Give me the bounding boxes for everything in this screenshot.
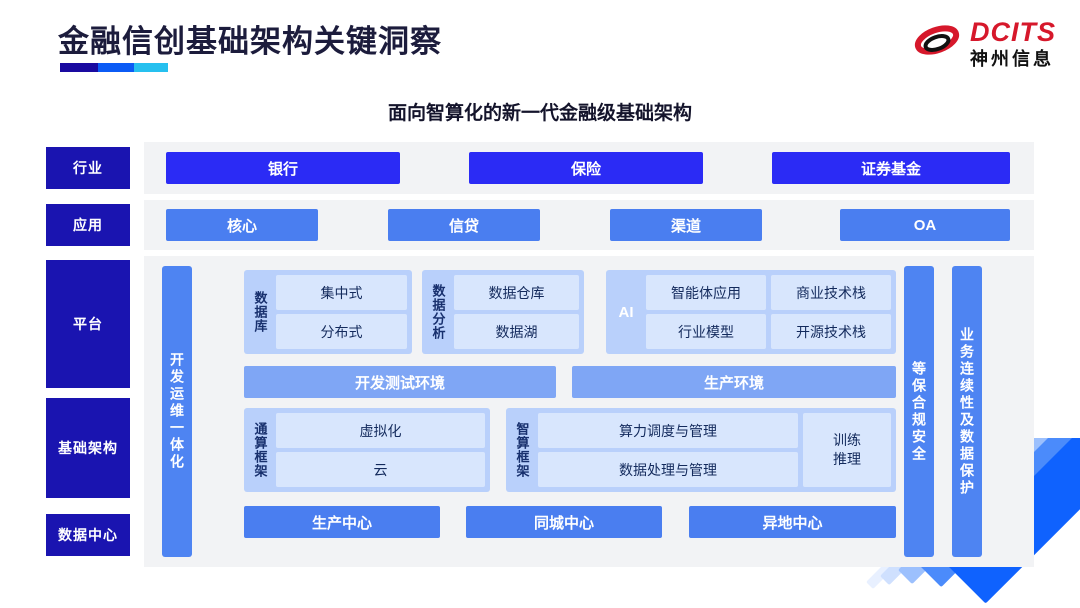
datacenter-item-remote[interactable]: 异地中心 <box>689 506 896 538</box>
group-smart-compute-body: 算力调度与管理 数据处理与管理 训练 推理 <box>538 413 891 487</box>
group-database-body: 集中式 分布式 <box>276 275 407 349</box>
industry-item-bank[interactable]: 银行 <box>166 152 400 184</box>
logo-text: DCITS 神州信息 <box>970 16 1056 69</box>
logo-en-text: DCITS <box>970 16 1056 47</box>
header: 金融信创基础架构关键洞察 DCITS 神州信息 <box>0 0 1080 92</box>
general-compute-cell-virtualization[interactable]: 虚拟化 <box>276 413 485 448</box>
accent-segment-2 <box>98 63 134 72</box>
sidebar-security-compliance: 等保合规安全 <box>904 266 934 557</box>
group-database-label: 数据库 <box>252 291 268 333</box>
layer-label-application: 应用 <box>46 204 130 246</box>
datacenter-item-same-city[interactable]: 同城中心 <box>466 506 662 538</box>
title-accent-bar <box>60 63 168 72</box>
group-data-analytics-label: 数据分析 <box>430 284 446 340</box>
brand-logo: DCITS 神州信息 <box>912 18 1056 68</box>
industry-item-securities-fund[interactable]: 证券基金 <box>772 152 1010 184</box>
application-item-channel[interactable]: 渠道 <box>610 209 762 241</box>
group-database: 数据库 集中式 分布式 <box>244 270 412 354</box>
sidebar-business-continuity: 业务连续性及数据保护 <box>952 266 982 557</box>
architecture-diagram: 行业 应用 平台 基础架构 数据中心 银行 保险 证券基金 核心 信贷 渠道 O… <box>46 142 1034 567</box>
swoosh-icon <box>912 18 962 68</box>
group-smart-compute-label: 智算框架 <box>514 422 530 478</box>
database-cell-distributed[interactable]: 分布式 <box>276 314 407 349</box>
ai-column-left: 智能体应用 行业模型 <box>646 275 766 349</box>
environment-dev-test[interactable]: 开发测试环境 <box>244 366 556 398</box>
smart-compute-main-cells: 算力调度与管理 数据处理与管理 <box>538 413 798 487</box>
ai-cell-opensource-stack[interactable]: 开源技术栈 <box>771 314 891 349</box>
train-label: 训练 <box>833 432 861 449</box>
general-compute-cell-cloud[interactable]: 云 <box>276 452 485 487</box>
layer-label-infrastructure: 基础架构 <box>46 398 130 498</box>
subtitle: 面向智算化的新一代金融级基础架构 <box>387 103 692 124</box>
sidebar-devops: 开发运维一体化 <box>162 266 192 557</box>
platform-infrastructure-content: 开发运维一体化 等保合规安全 业务连续性及数据保护 数据库 集中式 分布式 数据… <box>144 256 1034 567</box>
application-item-oa[interactable]: OA <box>840 209 1010 241</box>
industry-item-insurance[interactable]: 保险 <box>469 152 703 184</box>
group-data-analytics-body: 数据仓库 数据湖 <box>454 275 579 349</box>
ai-cell-commercial-stack[interactable]: 商业技术栈 <box>771 275 891 310</box>
logo-cn-text: 神州信息 <box>970 48 1054 69</box>
ai-cell-industry-model[interactable]: 行业模型 <box>646 314 766 349</box>
industry-band: 银行 保险 证券基金 <box>144 142 1034 194</box>
accent-segment-3 <box>134 63 168 72</box>
smart-compute-cell-train-infer[interactable]: 训练 推理 <box>803 413 891 487</box>
smart-compute-cell-power-scheduling[interactable]: 算力调度与管理 <box>538 413 798 448</box>
ai-column-right: 商业技术栈 开源技术栈 <box>771 275 891 349</box>
application-item-credit[interactable]: 信贷 <box>388 209 540 241</box>
datacenter-item-production[interactable]: 生产中心 <box>244 506 440 538</box>
ai-cell-agent-application[interactable]: 智能体应用 <box>646 275 766 310</box>
group-general-compute-body: 虚拟化 云 <box>276 413 485 487</box>
analytics-cell-data-warehouse[interactable]: 数据仓库 <box>454 275 579 310</box>
application-item-core[interactable]: 核心 <box>166 209 318 241</box>
group-data-analytics: 数据分析 数据仓库 数据湖 <box>422 270 584 354</box>
environment-production[interactable]: 生产环境 <box>572 366 896 398</box>
application-band: 核心 信贷 渠道 OA <box>144 200 1034 250</box>
group-ai: AI 智能体应用 行业模型 商业技术栈 开源技术栈 <box>606 270 896 354</box>
group-ai-body: 智能体应用 行业模型 商业技术栈 开源技术栈 <box>646 275 891 349</box>
accent-segment-1 <box>60 63 98 72</box>
layer-label-industry: 行业 <box>46 147 130 189</box>
group-general-compute-label: 通算框架 <box>252 422 268 478</box>
page-title: 金融信创基础架构关键洞察 <box>58 24 442 59</box>
database-cell-centralized[interactable]: 集中式 <box>276 275 407 310</box>
analytics-cell-data-lake[interactable]: 数据湖 <box>454 314 579 349</box>
group-ai-label: AI <box>618 303 634 321</box>
layer-label-column: 行业 应用 平台 基础架构 数据中心 <box>46 142 130 567</box>
layer-label-platform: 平台 <box>46 260 130 388</box>
group-smart-compute-framework: 智算框架 算力调度与管理 数据处理与管理 训练 推理 <box>506 408 896 492</box>
smart-compute-cell-data-processing[interactable]: 数据处理与管理 <box>538 452 798 487</box>
layer-label-datacenter: 数据中心 <box>46 514 130 556</box>
infer-label: 推理 <box>833 451 861 467</box>
group-general-compute-framework: 通算框架 虚拟化 云 <box>244 408 490 492</box>
diagram-content: 银行 保险 证券基金 核心 信贷 渠道 OA 开发运维一体化 等保合规安全 业务… <box>144 142 1034 567</box>
